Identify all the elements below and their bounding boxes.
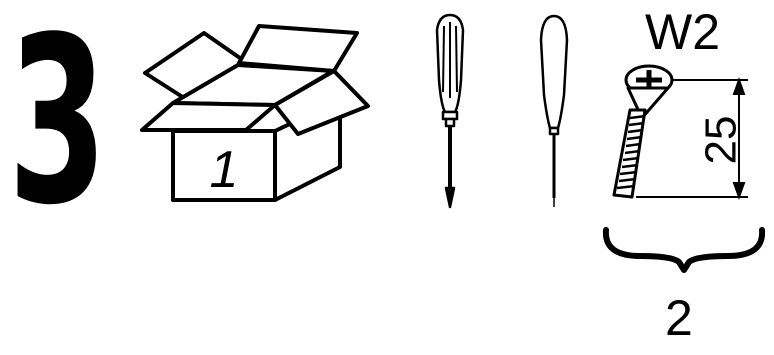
screw-length-label: 25	[697, 116, 746, 165]
awl-icon	[539, 14, 569, 207]
screwdriver-icon	[435, 13, 465, 209]
screw-quantity: 2	[665, 290, 693, 346]
open-box-icon: 1	[140, 24, 370, 202]
countersunk-screw-icon	[612, 64, 674, 199]
dimension-lines	[636, 77, 748, 200]
box-label: 1	[210, 141, 239, 199]
screw-code-label: W2	[645, 4, 720, 60]
quantity-brace	[602, 227, 766, 273]
